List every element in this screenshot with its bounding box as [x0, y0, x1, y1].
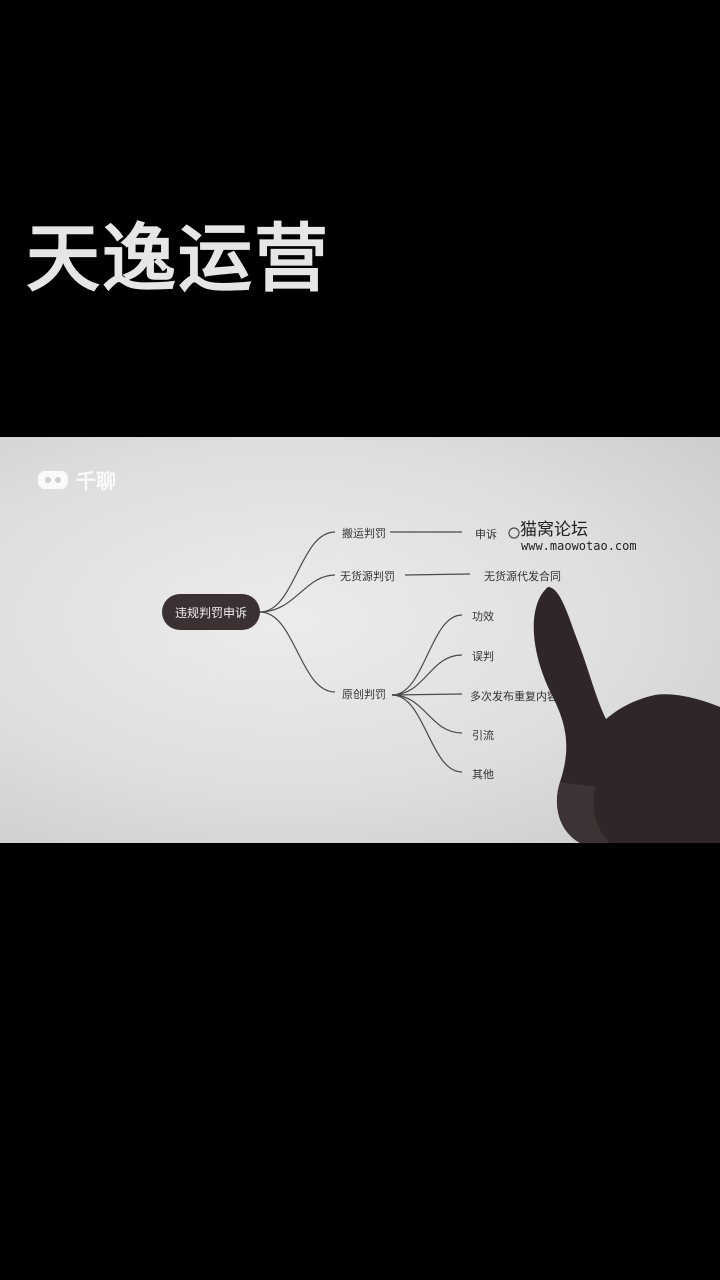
leaf-node: 申诉 [475, 528, 497, 541]
mindmap-root: 违规判罚申诉 [162, 594, 260, 630]
branch-label: 原创判罚 [342, 688, 386, 701]
qianliao-logo: 千聊 [36, 465, 116, 494]
logo-text: 千聊 [76, 469, 116, 493]
connector-branch3-child3 [391, 693, 463, 696]
video-frame: 千聊 违规判罚申诉 搬运判罚 无货源判罚 原创判罚 申诉 无货源代发合同 功效 … [0, 437, 720, 843]
mindmap-connectors [259, 527, 520, 773]
connector-branch2-child [404, 573, 471, 576]
pointing-hand [533, 587, 720, 843]
branch-label: 无货源判罚 [340, 570, 395, 583]
watermark-name: 猫窝论坛 [520, 520, 588, 540]
branch-label: 搬运判罚 [342, 527, 386, 540]
leaf-node: 多次发布重复内容 [470, 690, 558, 703]
connector-branch3-child4 [391, 694, 463, 734]
connector-branch3-child5 [391, 694, 463, 773]
leaf-node: 引流 [472, 729, 494, 742]
leaf-node: 误判 [472, 650, 494, 663]
connector-root-branch2 [259, 574, 336, 613]
page-title: 天逸运营 [26, 216, 330, 302]
leaf-node: 功效 [472, 610, 494, 623]
connector-branch3-child1 [391, 614, 463, 696]
connector-root-branch3 [259, 611, 336, 693]
connector-branch3-child2 [391, 654, 463, 696]
connector-root-branch1 [259, 531, 336, 613]
watermark-circle [508, 527, 520, 539]
leaf-node: 无货源代发合同 [484, 570, 561, 583]
chat-bubble-icon [38, 470, 68, 489]
watermark-url: www.maowotao.com [521, 539, 637, 553]
leaf-node: 其他 [472, 768, 494, 781]
